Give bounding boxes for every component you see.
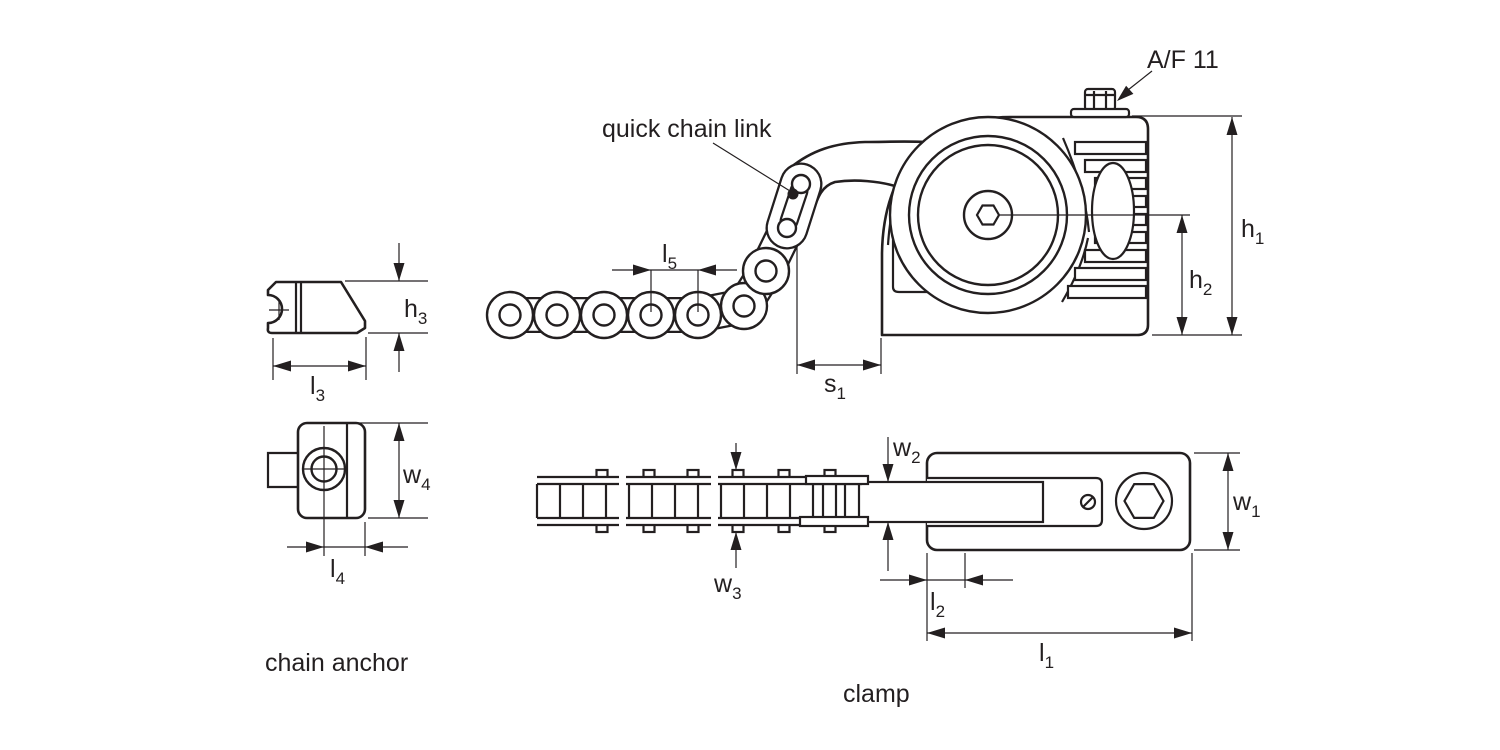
af-label: A/F 11 [1147,46,1219,74]
dimension-label-l4: l4 [330,555,345,588]
dimension-l4: l4 [287,512,408,588]
clamp-dial [888,115,1088,315]
clamp-arm-upper-edge [789,140,926,170]
quick-link-marker-dot [787,188,799,200]
clamp-oval-boss [1090,161,1136,261]
hex-socket [975,204,1001,226]
dimension-label-h2: h2 [1189,266,1212,299]
dimension-w3: w3 [713,443,742,603]
dimension-label-w3: w3 [713,570,742,603]
dimension-s1: s1 [796,246,882,403]
dimension-w1: w1 [1194,452,1261,551]
callout-af: A/F 11 [1117,46,1219,101]
dimension-w2: w2 [882,434,921,571]
caption-clamp: clamp [843,680,910,708]
dimension-l5: l5 [612,240,737,312]
chain-connector-link [798,474,870,528]
tongue-screw [1079,493,1097,511]
dimension-h3: h3 [345,243,428,372]
quick-chain-link [765,162,823,250]
clamp-top-view [850,451,1192,552]
bolt-washer [1069,107,1131,119]
chain-anchor-side-view [266,280,367,335]
dimension-label-l3: l3 [310,372,325,405]
clamp-arm [790,141,932,214]
label-quick-chain-link: quick chain link [602,115,791,192]
dimension-label-h3: h3 [404,295,427,328]
dimension-label-w2: w2 [892,434,921,467]
dimension-label-l2: l2 [930,588,945,621]
dimension-h1: h1 [1132,115,1264,336]
dimension-label-l1: l1 [1039,639,1054,672]
chain-side-view [485,210,805,340]
dimension-l1: l1 [927,553,1193,672]
chain-pins [535,484,861,518]
chain-rollers [485,246,791,340]
anchor-side-center-mark [269,300,289,320]
clamp-hex-bolt [1114,471,1174,531]
dimension-l2: l2 [880,553,1013,641]
dimension-w4: w4 [352,422,431,519]
clamp-side-view [789,87,1190,337]
clamp-tongue [850,480,1045,524]
chain-plan-view [535,468,870,534]
adjusting-bolt [1069,87,1131,119]
chain-anchor-top-view [266,421,367,520]
dimension-label-w1: w1 [1232,488,1261,521]
quick-chain-link-label: quick chain link [602,115,772,143]
dimension-label-l5: l5 [662,240,677,273]
dimension-l3: l3 [272,337,367,405]
dimension-label-s1: s1 [824,370,846,403]
caption-chain-anchor: chain anchor [265,649,408,677]
dimension-label-w4: w4 [402,461,431,494]
bolt-hex-head [1083,87,1117,112]
anchor-tab [266,451,298,489]
anchor-top-crosshair [303,426,346,512]
dimension-label-h1: h1 [1241,215,1264,248]
dimension-h2: h2 [1176,215,1212,335]
anchor-side-outline [266,280,367,335]
